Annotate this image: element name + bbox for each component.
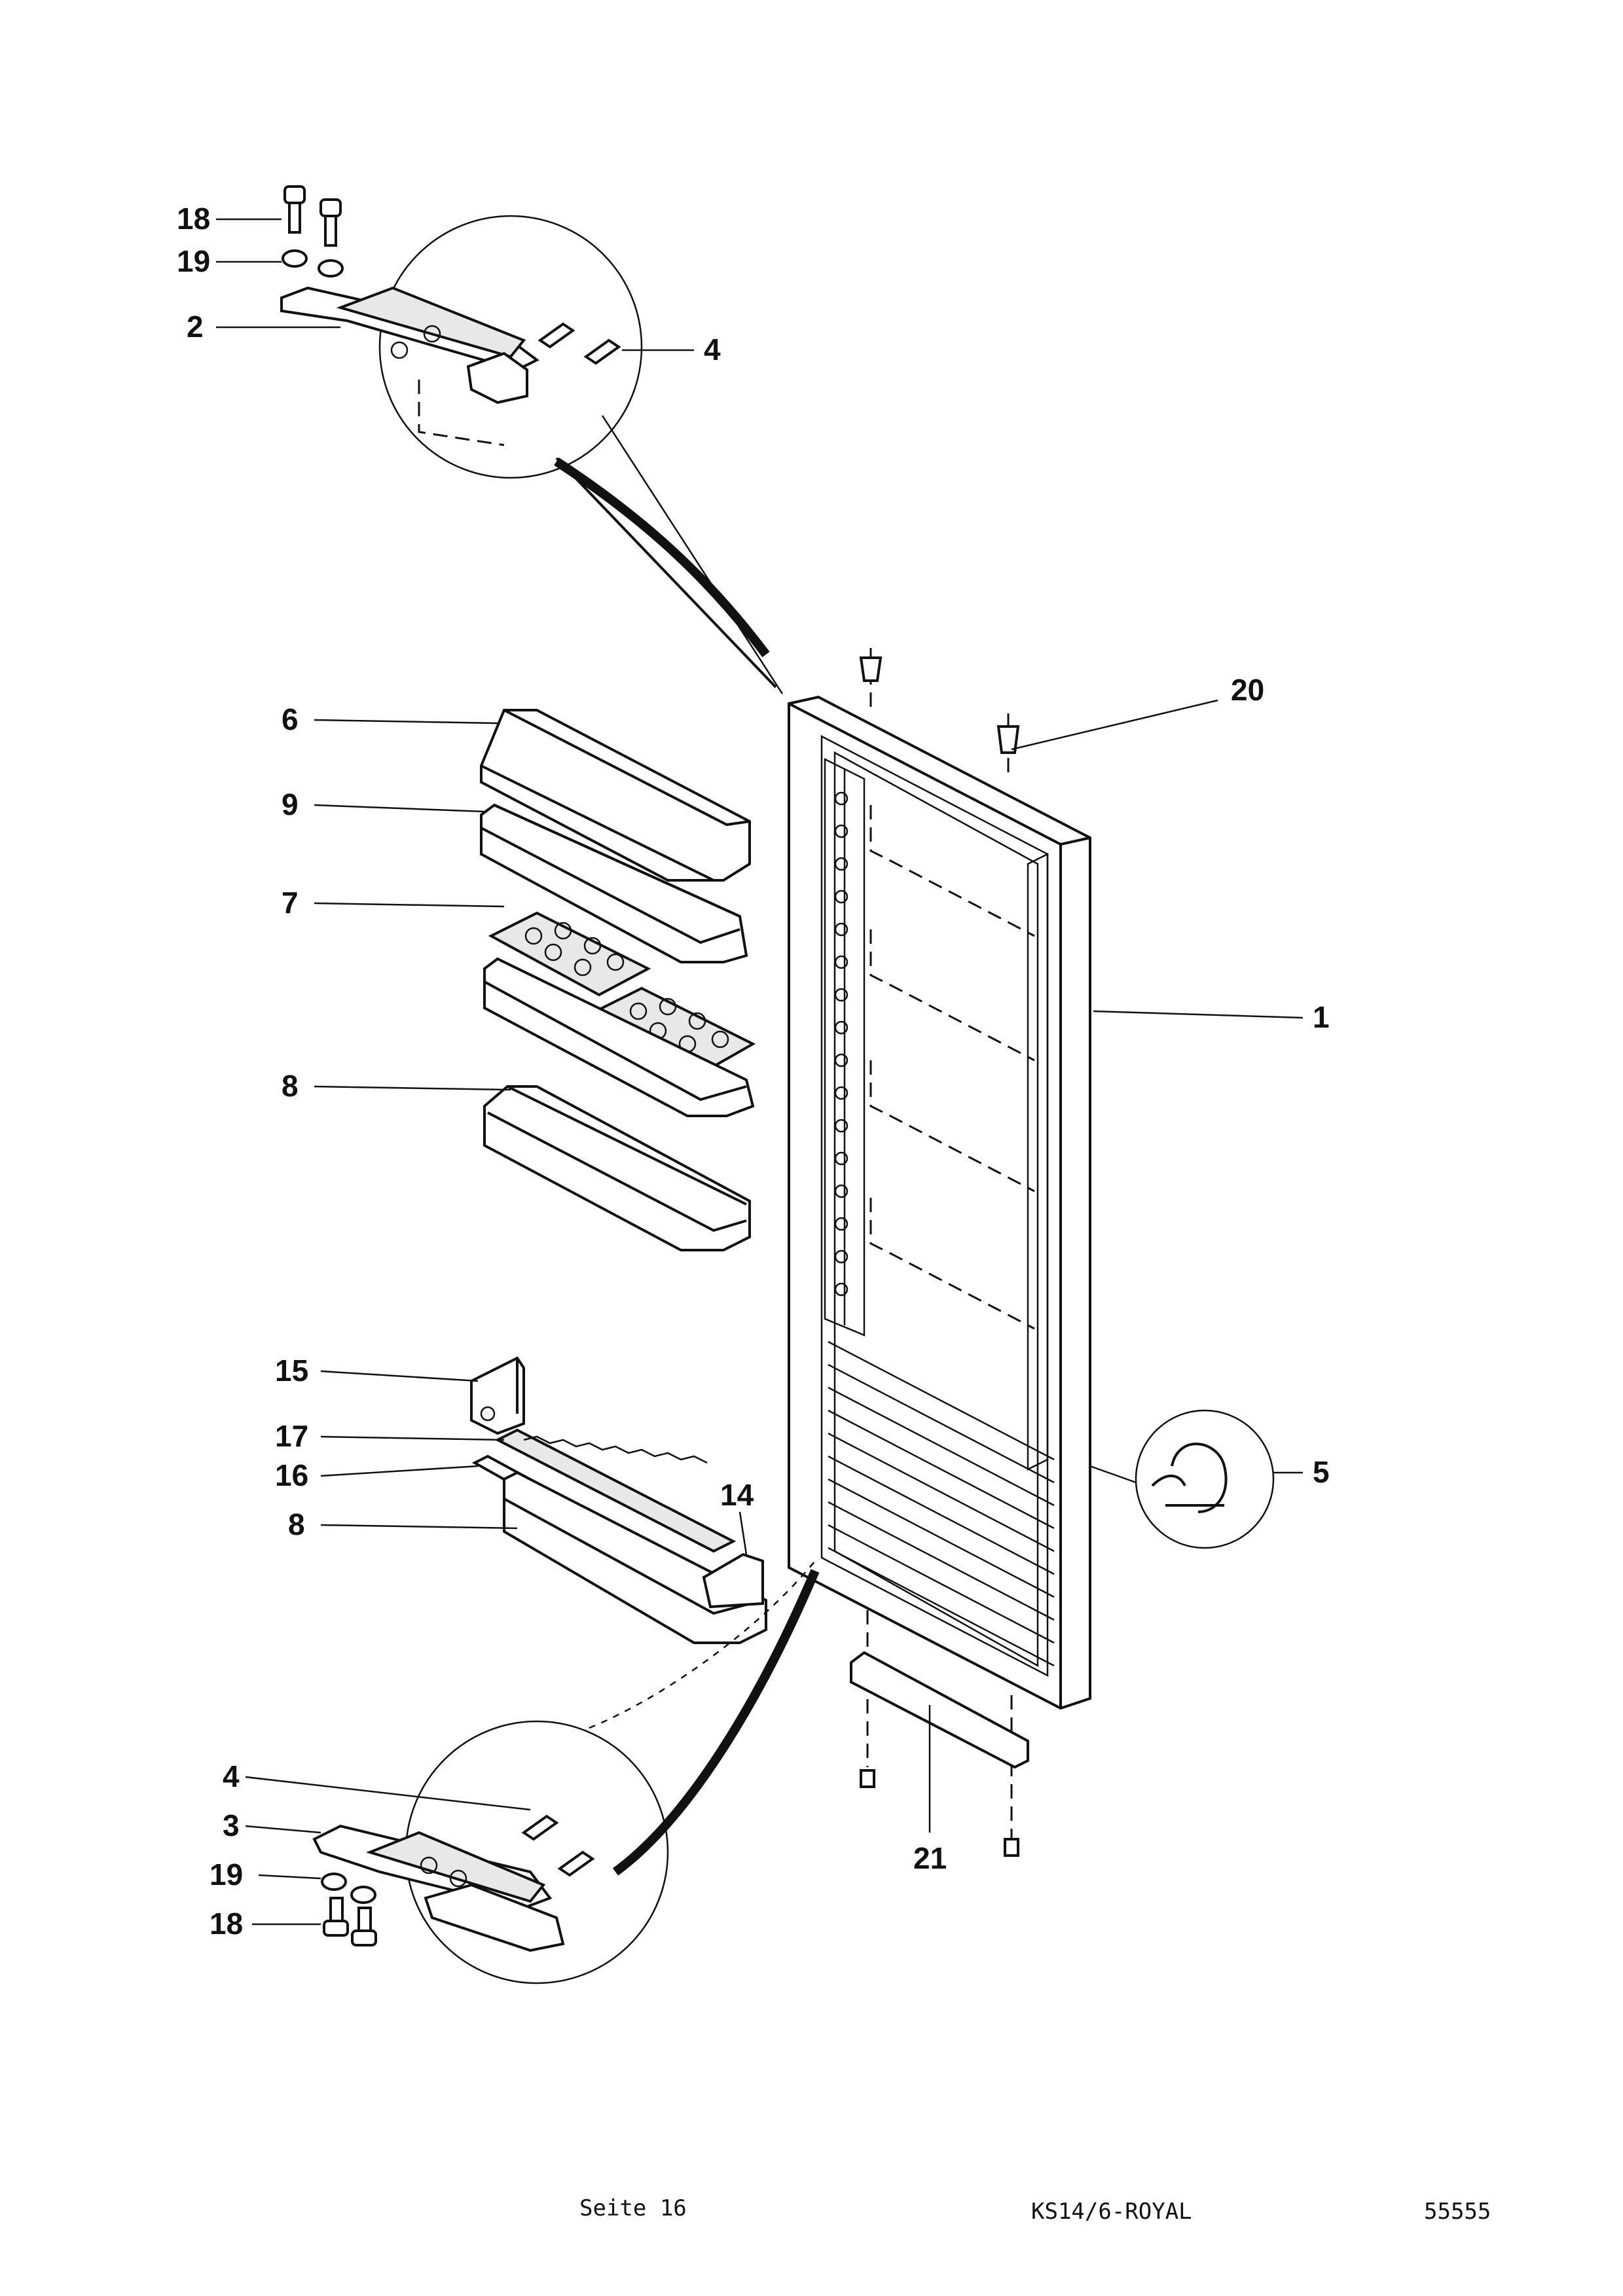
clip-15 [470,1356,525,1435]
callout-9: 9 [282,787,299,821]
screw-4-top [538,322,621,365]
callout-2: 2 [187,310,204,344]
page-footer: Seite 16 KS14/6-ROYAL 55555 [579,2195,1491,2225]
callout-4-bot: 4 [223,1759,240,1793]
bottle-shelf-8 [483,1085,751,1251]
screw-4-bot [521,1814,595,1877]
callout-16: 16 [275,1458,308,1492]
callout-15: 15 [275,1354,308,1388]
bottom-bracket-21 [850,1610,1029,1857]
shelf-egg [483,957,755,1117]
top-hinge-assembly [280,185,784,694]
washer-19-top [282,249,344,278]
footer-page-number: Seite 16 [579,2195,687,2221]
callout-5: 5 [1313,1455,1330,1489]
grille-17 [494,1428,737,1553]
footer-model: KS14/6-ROYAL [1031,2198,1192,2225]
footer-code: 55555 [1424,2198,1491,2225]
callout-1: 1 [1313,1000,1330,1034]
callout-7: 7 [282,886,299,920]
bolt-18-bot [323,1897,377,1946]
bottom-hinge-assembly [312,1560,820,1984]
door-panel [788,695,1091,1710]
callout-19-top: 19 [177,244,210,278]
callout-20: 20 [1231,673,1264,707]
callout-18-bot: 18 [210,1907,243,1941]
callout-8-low: 8 [288,1507,305,1541]
callout-14: 14 [720,1478,754,1512]
callout-19-bot: 19 [210,1857,243,1892]
shelf-cover-6 [480,709,751,882]
pin-top [859,648,883,707]
callout-6: 6 [282,702,299,736]
shelf-9 [480,803,748,963]
pin-20 [996,713,1020,772]
callout-labels: 18 19 2 4 20 6 9 7 1 8 15 17 16 14 5 8 4… [177,202,1330,1941]
door-louvres [828,1340,1055,1667]
callout-21: 21 [913,1841,947,1875]
callout-17: 17 [275,1419,308,1453]
bottle-shelf-8-lower [503,1471,767,1644]
callout-4-top: 4 [704,332,721,367]
washer-19-bot [321,1873,376,1904]
callout-18-top: 18 [177,202,210,236]
callout-3: 3 [223,1808,240,1842]
rail-holes [834,791,848,1297]
callout-8-mid: 8 [282,1069,299,1103]
gasket-detail-5 [1089,1409,1275,1549]
bolt-18-top [283,185,342,247]
leader-lines [216,218,1304,1926]
